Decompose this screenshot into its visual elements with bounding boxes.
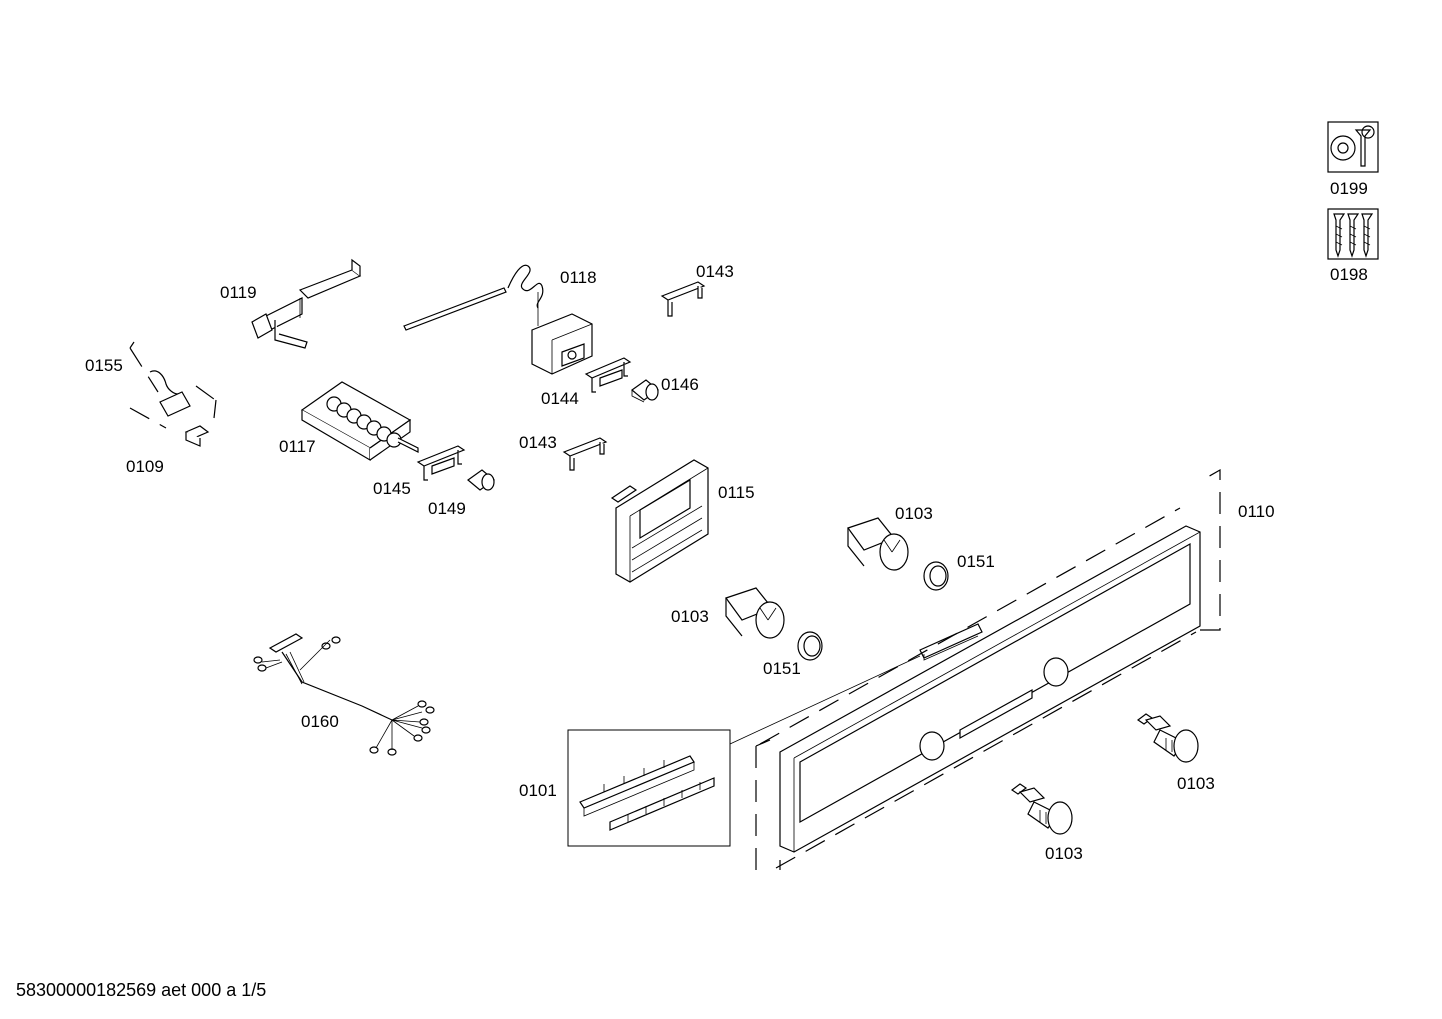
part-0144-bracket[interactable] — [584, 357, 632, 393]
part-0110-control-panel[interactable] — [779, 525, 1201, 853]
service-wrench-icon[interactable] — [1327, 121, 1379, 173]
part-label-0117: 0117 — [279, 437, 316, 456]
part-0146-knob-adapter[interactable] — [631, 379, 659, 403]
part-label-0199: 0199 — [1330, 179, 1368, 198]
screws-icon[interactable] — [1327, 208, 1379, 260]
panel-outline-dashes-top — [759, 507, 1181, 745]
part-0117-selector-switch[interactable] — [300, 381, 419, 462]
part-label-0160: 0160 — [301, 712, 339, 731]
part-label-0198: 0198 — [1330, 265, 1368, 284]
part-label-0151-a: 0151 — [957, 552, 995, 571]
part-0145-bracket[interactable] — [416, 445, 466, 481]
part-label-0146: 0146 — [661, 375, 699, 394]
part-0149-knob-adapter[interactable] — [467, 469, 495, 491]
part-0103-front-knob-d[interactable] — [1010, 783, 1073, 835]
part-0151-ring-b[interactable] — [797, 631, 823, 661]
part-0115-control-module[interactable] — [610, 459, 709, 583]
part-label-0143-lower: 0143 — [519, 433, 557, 452]
part-label-0145: 0145 — [373, 479, 411, 498]
panel-outline-dashes-right — [775, 468, 1221, 869]
part-0103-control-knob-b[interactable] — [725, 587, 785, 639]
part-0119-switch-bracket[interactable] — [251, 258, 362, 349]
part-label-0103-d: 0103 — [1045, 844, 1083, 863]
part-label-0143-upper: 0143 — [696, 262, 734, 281]
part-0160-wiring-harness[interactable] — [253, 633, 435, 756]
part-label-0151-b: 0151 — [763, 659, 801, 678]
part-label-0110: 0110 — [1238, 502, 1275, 521]
part-0118-thermostat[interactable] — [403, 264, 593, 375]
part-label-0109: 0109 — [126, 457, 164, 476]
document-id-footer: 58300000182569 aet 000 a 1/5 — [16, 980, 267, 1000]
part-0103-control-knob-a[interactable] — [847, 517, 909, 571]
part-label-0118: 0118 — [560, 268, 597, 287]
part-label-0149: 0149 — [428, 499, 466, 518]
part-0103-front-knob-c[interactable] — [1136, 713, 1199, 763]
part-label-0155: 0155 — [85, 356, 123, 375]
part-label-0101: 0101 — [519, 781, 557, 800]
part-label-0103-c: 0103 — [1177, 774, 1215, 793]
part-label-0119: 0119 — [220, 283, 257, 302]
part-0151-ring-a[interactable] — [923, 561, 949, 591]
part-label-0115: 0115 — [718, 483, 755, 502]
part-0155-resistor[interactable] — [129, 341, 219, 447]
part-label-0144: 0144 — [541, 389, 579, 408]
panel-outline-dashes — [755, 739, 781, 870]
part-0101-detail-box[interactable] — [567, 729, 731, 847]
part-label-0103-a: 0103 — [895, 504, 933, 523]
part-0143-clip-lower[interactable] — [562, 437, 608, 471]
part-label-0103-b: 0103 — [671, 607, 709, 626]
part-0143-clip-upper[interactable] — [660, 281, 706, 317]
